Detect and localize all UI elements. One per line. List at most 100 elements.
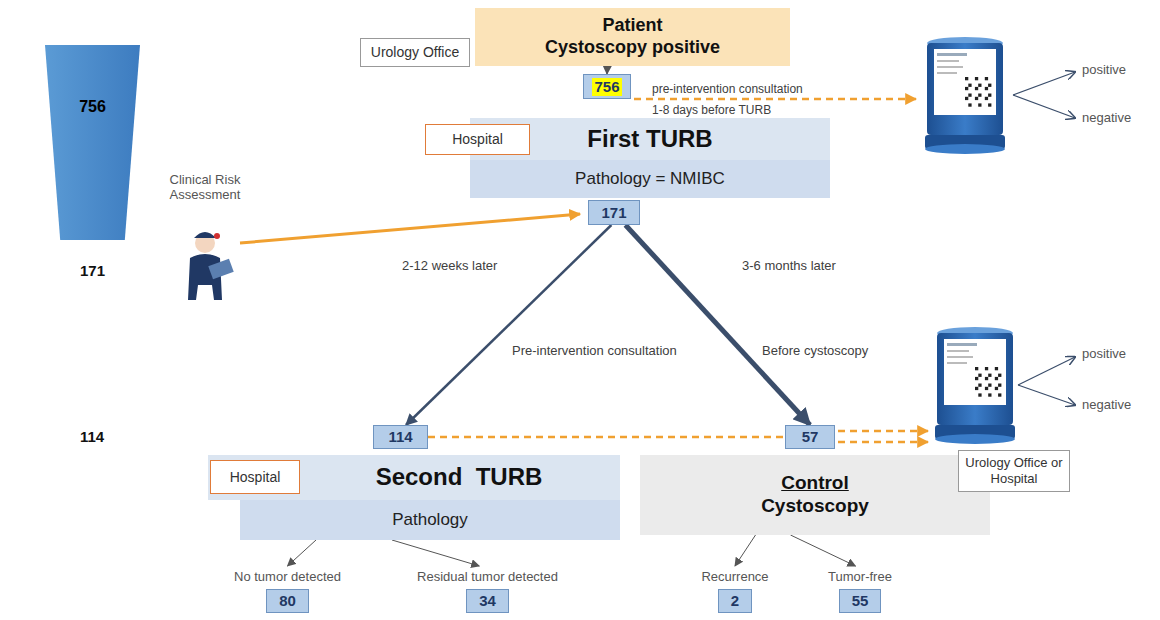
node-text: Urology Office or Hospital xyxy=(965,455,1063,486)
head xyxy=(195,233,215,253)
pathology-band: Pathology = NMIBC xyxy=(470,160,830,198)
qr-cell xyxy=(978,374,981,377)
qr-cell xyxy=(998,393,1001,396)
node-text: 756 xyxy=(592,78,621,96)
annotation-label: 114 xyxy=(80,428,104,445)
qr-cell xyxy=(968,84,971,87)
label-line xyxy=(937,60,959,62)
flow-connector xyxy=(428,436,785,439)
flow-connector xyxy=(735,535,756,566)
annotation-label: negative xyxy=(1082,110,1131,125)
count-box: 57 xyxy=(785,425,835,449)
node-text: Hospital xyxy=(452,131,503,148)
flow-connector xyxy=(288,540,317,566)
result-arrow xyxy=(1013,95,1075,118)
qr-cell xyxy=(985,77,988,80)
label-line xyxy=(947,356,973,358)
qr-cell xyxy=(975,387,978,390)
node-text: Pathology = NMIBC xyxy=(575,169,725,189)
cap xyxy=(194,232,216,238)
qr-cell xyxy=(988,374,991,377)
qr-cell xyxy=(988,393,991,396)
qr-code xyxy=(965,77,991,107)
annotation-label: Clinical Risk Assessment xyxy=(160,172,250,202)
label-line xyxy=(947,350,969,352)
device-body xyxy=(927,43,1003,135)
flow-connector xyxy=(625,225,810,425)
node-text: Second TURB xyxy=(376,463,543,492)
qr-cell xyxy=(985,87,988,90)
count-box: 756 xyxy=(583,74,631,99)
qr-cell xyxy=(975,377,978,380)
control-box: ControlCystoscopy xyxy=(640,455,990,535)
annotation-label: positive xyxy=(1082,62,1126,77)
device-label xyxy=(944,339,1006,405)
qr-cell xyxy=(988,384,991,387)
qr-cell xyxy=(985,387,988,390)
qr-cell xyxy=(978,84,981,87)
annotation-label: 1-8 days before TURB xyxy=(652,103,771,117)
qr-cell xyxy=(995,367,998,370)
count-box: 34 xyxy=(466,589,509,613)
location-box: Urology Office xyxy=(360,38,470,67)
qr-cell xyxy=(965,87,968,90)
node-text: 756 xyxy=(79,97,106,116)
flow-connector xyxy=(791,535,856,566)
annotation-label: positive xyxy=(1082,346,1126,361)
qr-cell xyxy=(965,77,968,80)
test-arrow xyxy=(838,430,928,433)
annotation-label: 171 xyxy=(80,262,105,279)
node-text: Residual tumor detected xyxy=(417,569,558,585)
node-text: Hospital xyxy=(230,469,281,486)
node-text: 114 xyxy=(388,428,412,446)
node-text: 57 xyxy=(802,428,819,446)
qr-cell xyxy=(978,384,981,387)
qr-cell xyxy=(965,97,968,100)
funnel-count: 756 xyxy=(45,45,140,240)
qr-cell xyxy=(975,87,978,90)
edge-label: 3-6 months later xyxy=(740,258,838,273)
qr-cell xyxy=(988,84,991,87)
node-text: No tumor detected xyxy=(234,569,341,585)
label-line xyxy=(937,66,963,68)
qr-cell xyxy=(978,94,981,97)
qr-cell xyxy=(985,367,988,370)
laptop xyxy=(208,259,233,280)
outcome: Recurrence2 xyxy=(690,566,780,616)
qr-cell xyxy=(968,103,971,106)
node-text: Urology Office xyxy=(371,44,459,61)
patient-box: PatientCystoscopy positive xyxy=(475,8,790,66)
annotation-label: negative xyxy=(1082,397,1131,412)
pathology-band: Pathology xyxy=(240,500,620,540)
qr-cell xyxy=(995,387,998,390)
flow-connector xyxy=(606,66,608,74)
qr-cell xyxy=(998,374,1001,377)
qr-cell xyxy=(985,377,988,380)
outcome: Tumor-free55 xyxy=(815,566,905,616)
node-text: Cystoscopy positive xyxy=(545,37,720,59)
node-text: Pathology xyxy=(392,510,468,530)
edge-label: 2-12 weeks later xyxy=(400,258,499,273)
qr-cell xyxy=(995,377,998,380)
test-arrow xyxy=(838,441,928,444)
device-foot xyxy=(925,144,1005,154)
urine-test-device xyxy=(935,327,1015,444)
count-box: 80 xyxy=(266,589,309,613)
node-text: Recurrence xyxy=(701,569,768,585)
location-box: Hospital xyxy=(210,460,300,494)
device-body xyxy=(937,333,1013,425)
node-text: 171 xyxy=(601,204,626,222)
result-arrow xyxy=(1018,385,1075,405)
count-box: 114 xyxy=(373,425,428,449)
funnel-shape xyxy=(45,45,140,240)
location-box: Urology Office or Hospital xyxy=(958,450,1070,492)
funnel-outline xyxy=(45,45,140,240)
device-label xyxy=(934,49,996,115)
label-line xyxy=(937,72,957,74)
location-box: Hospital xyxy=(425,124,530,155)
qr-cell xyxy=(978,393,981,396)
annotation-label: Before cystoscopy xyxy=(762,343,868,358)
count-box: 55 xyxy=(839,589,882,613)
qr-cell xyxy=(985,97,988,100)
